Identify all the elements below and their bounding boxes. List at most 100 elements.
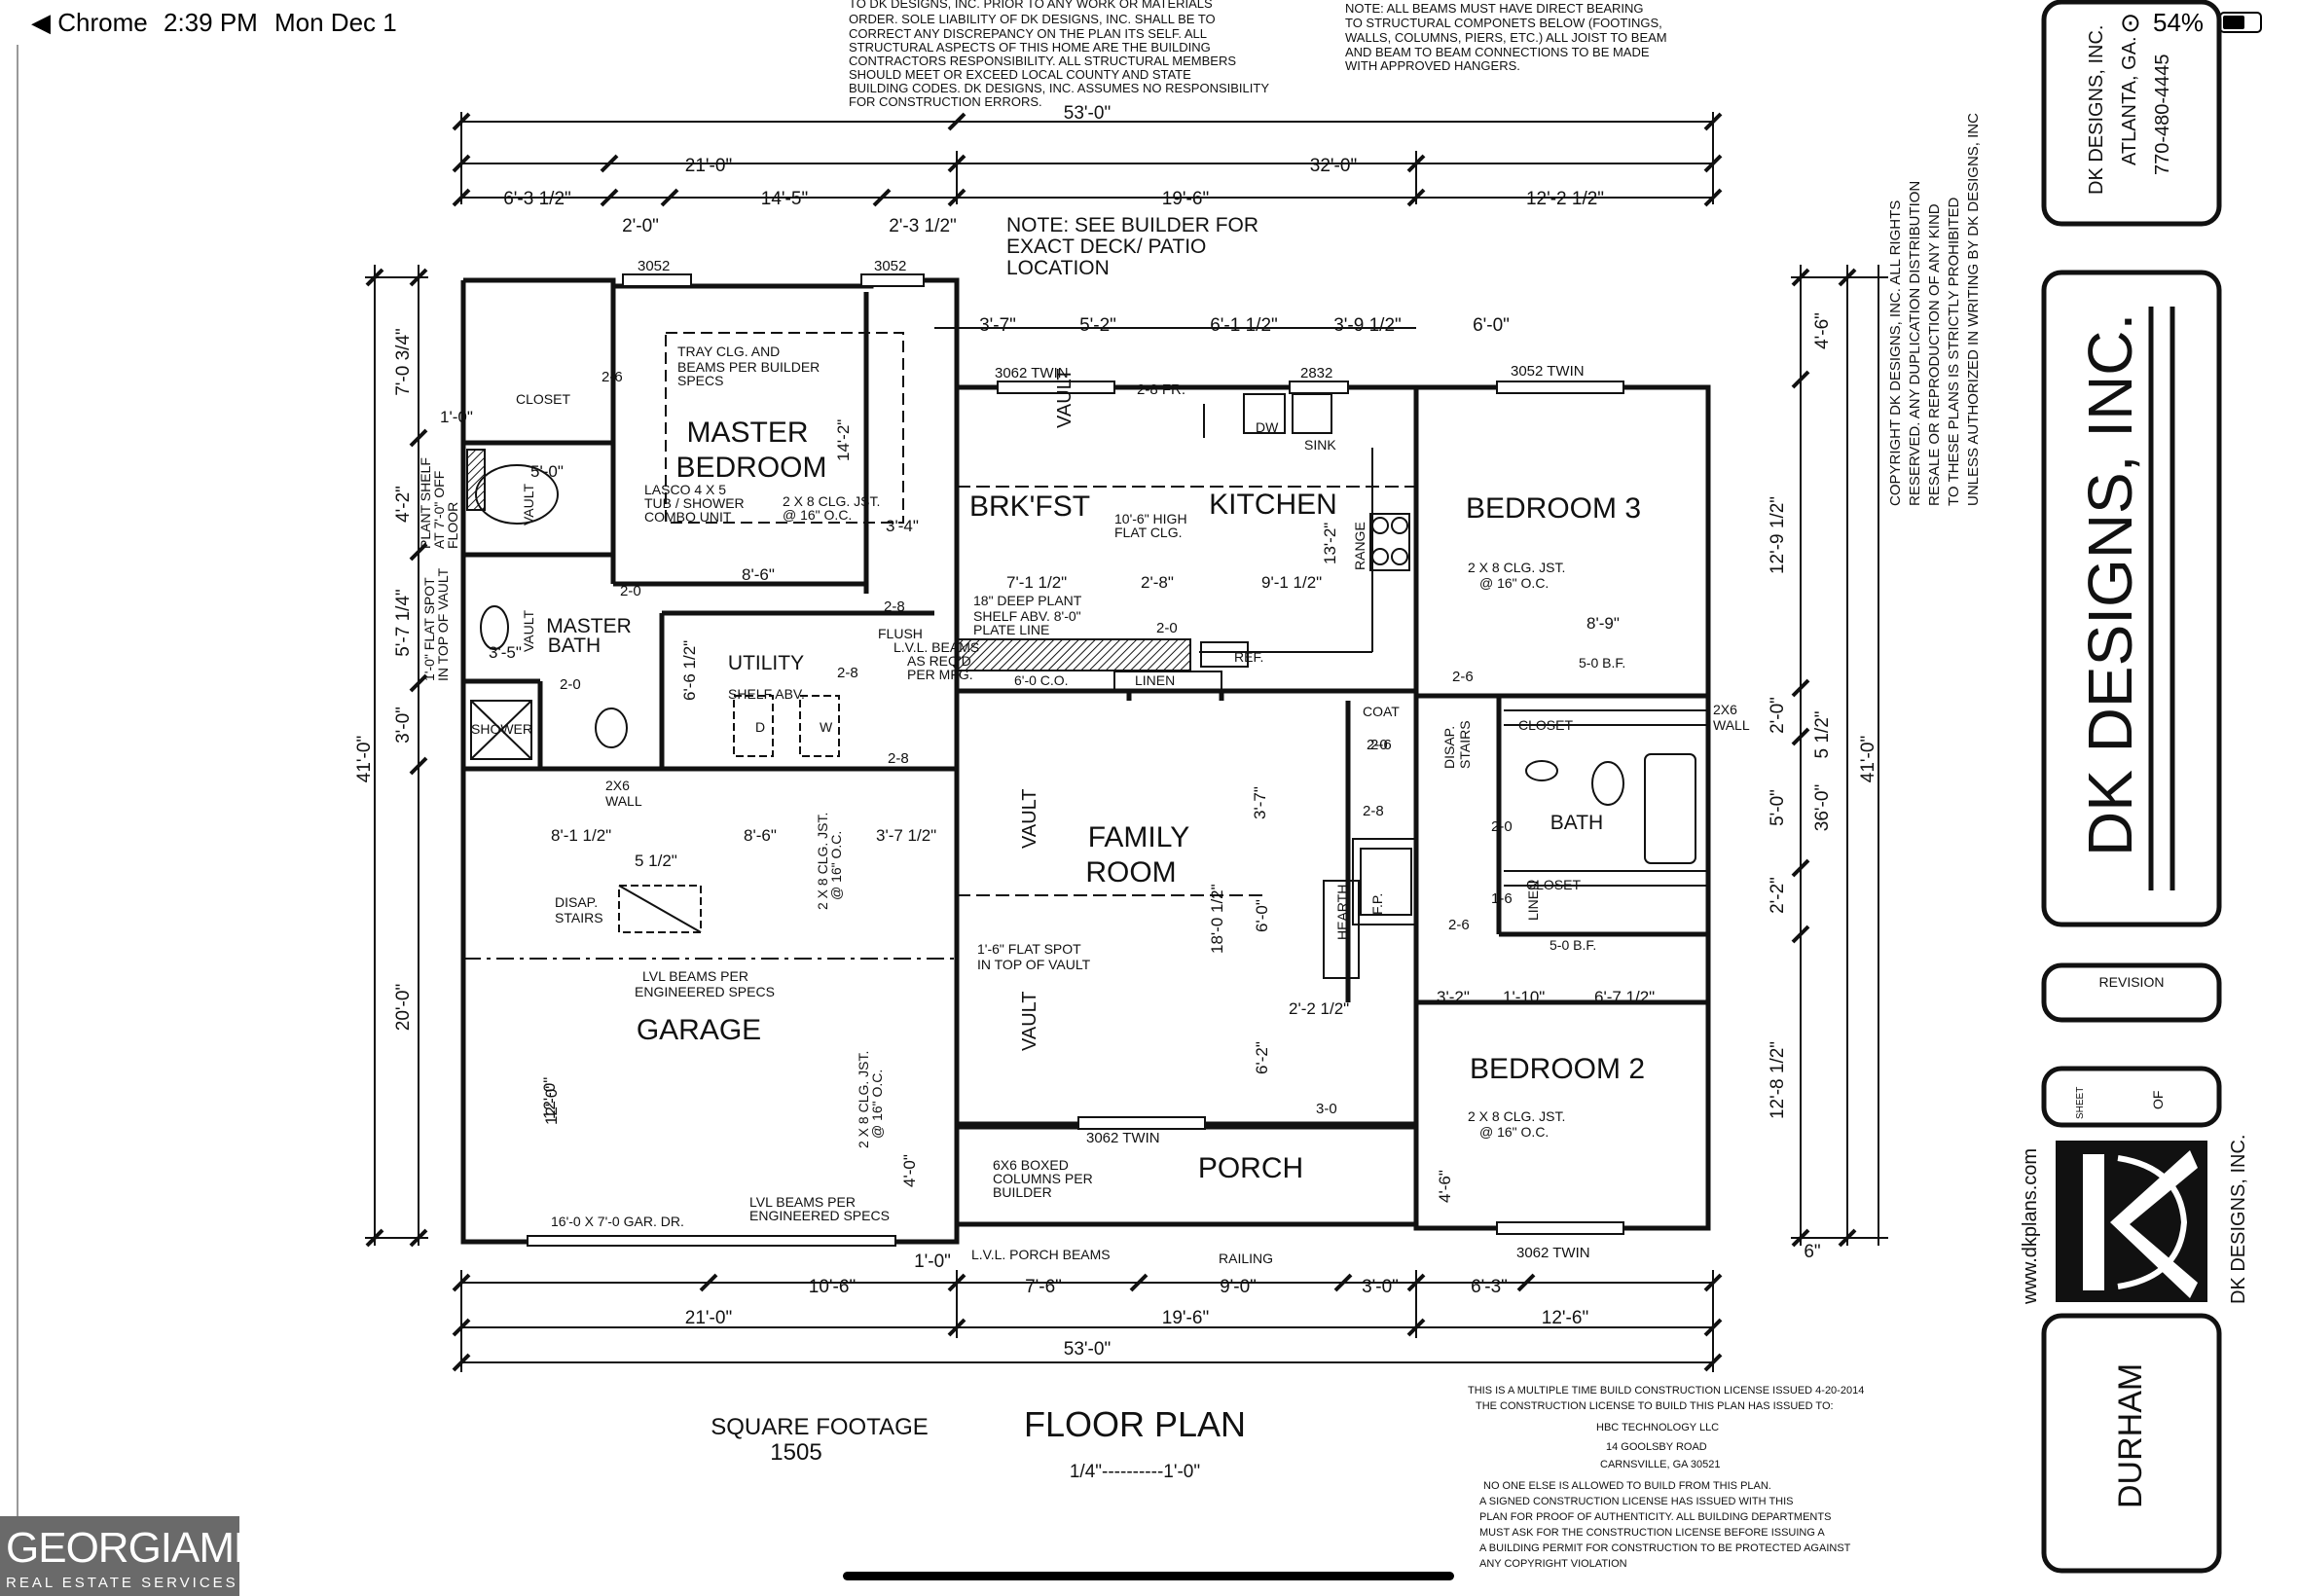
dim-label: 7'-6": [1025, 1277, 1062, 1297]
square-footage-label: SQUARE FOOTAGE: [711, 1414, 929, 1440]
flush-beam-note: L.V.L. BEAMS: [893, 639, 979, 655]
door-label: 2-0: [1367, 737, 1388, 753]
dim-label: 19'-6": [1162, 1308, 1209, 1328]
dim-label: 3'-0": [393, 707, 414, 744]
dim-label: 12'-0": [540, 1077, 559, 1119]
bay-label: 5-0 B.F.: [1550, 937, 1596, 953]
home-indicator[interactable]: [843, 1572, 1454, 1580]
dim-label: 4'-6": [1812, 312, 1833, 349]
plan-scale: 1/4"----------1'-0": [1070, 1462, 1200, 1482]
wall-note: WALL: [605, 793, 642, 809]
lvl-note: ENGINEERED SPECS: [635, 984, 775, 999]
website: www.dkplans.com: [2020, 1148, 2041, 1305]
sink-label: SINK: [1304, 437, 1336, 453]
dim-label: 6": [1804, 1242, 1820, 1262]
note-line: COPYRIGHT DK DESIGNS, INC. ALL RIGHTS: [1887, 200, 1904, 506]
dim-label: 7'-1 1/2": [1006, 573, 1067, 592]
note-line: CONTRACTORS RESPONSIBILITY. ALL STRUCTUR…: [849, 54, 1236, 68]
door-label: 2-8: [884, 598, 905, 615]
door-label: 2-8 FR.: [1137, 381, 1185, 398]
dim-label: 12'-8 1/2": [1768, 1041, 1788, 1119]
status-date: Mon Dec 1: [274, 8, 397, 37]
plant-shelf-note: AT 7'-0" OFF: [431, 471, 447, 549]
door-label: 2-0: [1491, 818, 1513, 835]
dim-label: 2'-8": [1141, 573, 1174, 592]
dim-label: 6'-6 1/2": [680, 640, 699, 701]
shelf-note: SHELF ABV.: [728, 686, 805, 702]
company-name: DK DESIGNS, INC.: [2086, 25, 2107, 195]
wall-note: 2X6: [1713, 702, 1737, 717]
dim-label: 3'-7": [979, 315, 1016, 336]
dim-label: 12'-9 1/2": [1768, 496, 1788, 574]
disap-stairs-label: STAIRS: [1457, 720, 1473, 769]
cased-opening-label: 6'-0 C.O.: [1014, 672, 1069, 688]
dim-label: 2'-0": [1768, 697, 1788, 734]
joist-note: 2 X 8 CLG. JST.: [1468, 1108, 1565, 1124]
lvl-note: LVL BEAMS PER: [642, 968, 748, 984]
dim-label: 19'-6": [1162, 189, 1209, 209]
dim-label: 53'-0": [1064, 1339, 1111, 1360]
back-to-chrome-link[interactable]: ◀ Chrome: [31, 8, 148, 37]
dim-label: 5'-2": [1079, 315, 1116, 336]
railing-label: RAILING: [1219, 1251, 1273, 1266]
rotated-annotations: VAULT VAULT VAULT VAULT VAULT RANGE HEAR…: [418, 369, 1541, 1149]
watermark-tagline: REAL ESTATE SERVICES: [6, 1575, 238, 1591]
dim-label: 53'-0": [1064, 103, 1111, 124]
title-block-text: DK DESIGNS, INC. ATLANTA, GA. 770-480-44…: [2020, 25, 2249, 1508]
dim-label: 12'-6": [1542, 1308, 1588, 1328]
interior-dimensions: 14'-2" 5'-0" 1'-0" 8'-6" 3'-4" 3'-5" 6'-…: [440, 408, 1655, 1203]
flat-spot-note: IN TOP OF VAULT: [977, 957, 1091, 972]
room-name-kitchen: KITCHEN: [1209, 489, 1337, 521]
room-name-utility: UTILITY: [728, 652, 804, 674]
dim-label: 12'-0": [542, 1083, 561, 1125]
georgia-mls-watermark: GEORGIAMLS REAL ESTATE SERVICES: [0, 1516, 285, 1596]
plan-name: DURHAM: [2112, 1363, 2149, 1508]
fireplace-label: F.P.: [1369, 893, 1385, 915]
sheet-label: SHEET: [2075, 1087, 2086, 1119]
note-line: STRUCTURAL ASPECTS OF THIS HOME ARE THE …: [849, 40, 1211, 54]
dim-label: 3'-0": [1362, 1277, 1399, 1297]
company-city: ATLANTA, GA.: [2119, 36, 2140, 165]
note-line: AND BEAM TO BEAM CONNECTIONS TO BE MADE: [1345, 45, 1650, 59]
plant-shelf-note: 18" DEEP PLANT: [973, 593, 1082, 608]
tub-note: TUB / SHOWER: [644, 495, 745, 511]
note-line: TO DK DESIGNS, INC. PRIOR TO ANY WORK OR…: [849, 0, 1213, 11]
door-label: 2-8: [888, 750, 909, 767]
dim-label: 6'-2": [1253, 1041, 1271, 1074]
dim-label: 14'-2": [834, 419, 853, 461]
vault-label: VAULT: [521, 484, 536, 526]
dim-label: 5 1/2": [635, 852, 677, 870]
window-label: 3052: [638, 258, 670, 274]
room-name-master-bedroom: BEDROOM: [675, 452, 826, 484]
door-label: 2-6: [602, 369, 623, 385]
room-name-bedroom-3: BEDROOM 3: [1466, 492, 1641, 525]
flush-beam-note: FLUSH: [878, 626, 923, 641]
note-line: BUILDING CODES. DK DESIGNS, INC. ASSUMES…: [849, 81, 1269, 95]
windows: [527, 273, 1624, 1247]
room-name-family-room: FAMILY: [1088, 821, 1189, 853]
dim-label: 1'-0": [440, 408, 473, 426]
dim-label: 5'-0": [1768, 789, 1788, 826]
company-name-large: DK DESIGNS, INC.: [2075, 313, 2145, 856]
company-phone: 770-480-4445: [2152, 54, 2173, 175]
dim-label: 36'-0": [1812, 784, 1833, 831]
room-name-brkfst: BRK'FST: [969, 490, 1090, 523]
tray-note: TRAY CLG. AND: [677, 344, 780, 359]
closet-label: CLOSET: [1518, 717, 1573, 733]
plan-title: FLOOR PLAN: [1024, 1404, 1246, 1444]
note-line: HBC TECHNOLOGY LLC: [1596, 1422, 1719, 1433]
room-name-bath: BATH: [1550, 812, 1603, 834]
joist-note: 2 X 8 CLG. JST.: [783, 493, 880, 509]
vault-label: VAULT: [1019, 789, 1040, 850]
dim-label: 4'-6": [1436, 1170, 1454, 1203]
sheet-of-label: OF: [2150, 1091, 2166, 1109]
dim-label: 7'-0 3/4": [393, 328, 414, 396]
door-label: 2-0: [620, 583, 641, 599]
status-bar: ◀ Chrome 2:39 PM Mon Dec 1 ⊙ 54%: [0, 0, 2297, 45]
note-line: FOR CONSTRUCTION ERRORS.: [849, 94, 1042, 109]
dim-label: 3'-4": [886, 517, 919, 535]
dim-label: 21'-0": [685, 1308, 732, 1328]
walls: [460, 277, 1711, 1245]
joist-note: @ 16" O.C.: [869, 1070, 885, 1139]
revision-label: REVISION: [2099, 974, 2165, 990]
